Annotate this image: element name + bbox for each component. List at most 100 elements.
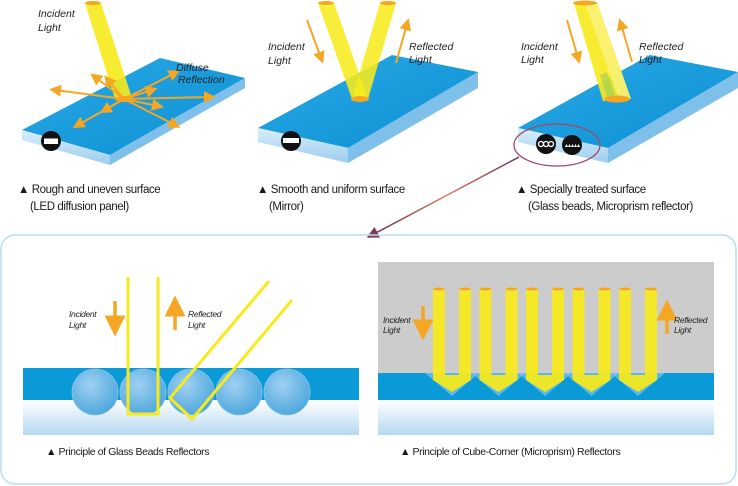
- beam-top-cap: [85, 1, 101, 5]
- incident-label-l2: Light: [383, 325, 401, 335]
- incident-label-l2: Light: [69, 320, 87, 330]
- slab-top: [258, 55, 478, 148]
- reflection-label-l2: Light: [188, 320, 206, 330]
- rough-surface-glyph: [44, 138, 58, 144]
- incident-label-l1: Incident: [69, 309, 97, 319]
- incident-label-l2: Light: [268, 55, 292, 67]
- beam-cap: [479, 287, 492, 291]
- microprism-unit: [611, 287, 665, 396]
- slab-front: [258, 128, 348, 163]
- caption-text: Principle of Glass Beads Reflectors: [58, 446, 210, 458]
- microprism-glyph: [565, 144, 580, 147]
- retro-beam-u: [572, 289, 611, 392]
- reflection-label-l1: Reflected: [639, 41, 685, 53]
- beam-cap: [433, 287, 445, 291]
- flat-surface-glyph: [283, 138, 299, 143]
- beam-top-cap-right: [380, 1, 396, 5]
- microprism-unit: [518, 287, 572, 396]
- incident-beam: [85, 3, 132, 99]
- detail-pointer-arrow: [366, 156, 520, 238]
- panel-smooth-surface: Incident Light Reflected Light: [258, 1, 478, 163]
- beam-spot: [351, 96, 369, 102]
- beam-cap: [598, 287, 611, 291]
- glass-beads-diagram: Incident Light Reflected Light: [23, 277, 359, 435]
- reflection-label-l1: Reflected: [409, 41, 455, 53]
- detail-frame: [0, 234, 737, 485]
- glass-bead: [263, 368, 311, 416]
- glass-beads-icon: [536, 134, 556, 154]
- diffuse-arrows: [49, 70, 216, 128]
- reflection-label-l2: Light: [639, 54, 663, 66]
- microprism-unit: [425, 287, 479, 396]
- caption-treated: ▲ Specially treated surface (Glass beads…: [516, 182, 693, 216]
- caption-marker: ▲: [46, 446, 56, 458]
- retro-beam-u: [433, 289, 471, 392]
- angled-ray-path: [167, 280, 294, 422]
- caption-rough: ▲ Rough and uneven surface (LED diffusio…: [18, 182, 161, 216]
- panel-rough-surface: Incident Light Diffuse Reflection: [22, 1, 245, 165]
- beam-cap: [552, 287, 564, 291]
- caption-line1: Rough and uneven surface: [31, 184, 161, 196]
- slab-side: [608, 72, 738, 163]
- caption-line2: (LED diffusion panel): [30, 201, 129, 213]
- caption-cube-corner: ▲ Principle of Cube-Corner (Microprism) …: [400, 446, 621, 458]
- reflected-beam: [352, 3, 396, 99]
- panel-treated-surface: Incident Light Reflected Light: [513, 0, 738, 167]
- slab-top: [22, 58, 245, 155]
- retro-beam-shade: [600, 72, 616, 100]
- beam-cap: [572, 287, 585, 291]
- glass-bead: [215, 368, 263, 416]
- reflection-label-l2: Reflection: [178, 74, 225, 86]
- caption-marker: ▲: [400, 446, 410, 458]
- reflection-label-l2: Light: [674, 325, 692, 335]
- microprism-unit: [471, 287, 526, 396]
- reflection-label-l1: Reflected: [188, 309, 222, 319]
- microprisms: [425, 287, 665, 396]
- incident-ray-path: [126, 277, 160, 416]
- beam-cap: [645, 287, 657, 291]
- beam-top-cap: [573, 0, 597, 6]
- caption-marker: ▲: [516, 184, 527, 196]
- glass-beads-glyph: [537, 140, 555, 148]
- retro-beam-u: [526, 289, 564, 392]
- incident-arrow: [566, 19, 583, 64]
- slab-side: [348, 72, 478, 163]
- reflected-arrow: [395, 18, 412, 64]
- gray-background: [378, 262, 714, 373]
- beam-cap: [459, 287, 471, 291]
- glass-beads: [71, 368, 311, 416]
- beam-top-cap-left: [318, 1, 334, 5]
- beam-spot: [604, 95, 630, 103]
- incident-beam: [318, 3, 368, 99]
- caption-marker: ▲: [18, 184, 29, 196]
- reflection-label-l2: Light: [409, 54, 433, 66]
- incident-label-l1: Incident: [521, 41, 559, 53]
- reflection-label-l1: Reflected: [674, 315, 708, 325]
- reflected-arrow: [616, 18, 633, 63]
- incident-label-l2: Light: [38, 22, 62, 34]
- beam-cap: [505, 287, 518, 291]
- highlight-ring: [513, 123, 601, 167]
- caption-text: Principle of Cube-Corner (Microprism) Re…: [412, 446, 621, 458]
- retro-beam-highlight: [585, 2, 631, 100]
- incident-arrow: [306, 19, 325, 64]
- caption-line2: (Glass beads, Microprism reflector): [528, 201, 693, 213]
- beam-cap: [619, 287, 631, 291]
- microprism-unit: [564, 287, 619, 396]
- beam-cap: [526, 287, 538, 291]
- retro-beam-u: [619, 289, 657, 392]
- glass-bead: [71, 368, 119, 416]
- slab-top: [518, 55, 738, 148]
- incident-label-l1: Incident: [38, 8, 76, 20]
- caption-line2: (Mirror): [269, 201, 304, 213]
- cube-corner-diagram: Incident Light Reflected Light: [378, 262, 714, 435]
- base-layer: [378, 400, 714, 435]
- retro-beam-u: [479, 289, 518, 392]
- caption-smooth: ▲ Smooth and uniform surface (Mirror): [257, 182, 405, 216]
- caption-glass-beads: ▲ Principle of Glass Beads Reflectors: [46, 446, 210, 458]
- caption-line1: Specially treated surface: [529, 184, 646, 196]
- incident-label-l1: Incident: [268, 41, 306, 53]
- incident-label-l2: Light: [521, 54, 545, 66]
- caption-marker: ▲: [257, 184, 268, 196]
